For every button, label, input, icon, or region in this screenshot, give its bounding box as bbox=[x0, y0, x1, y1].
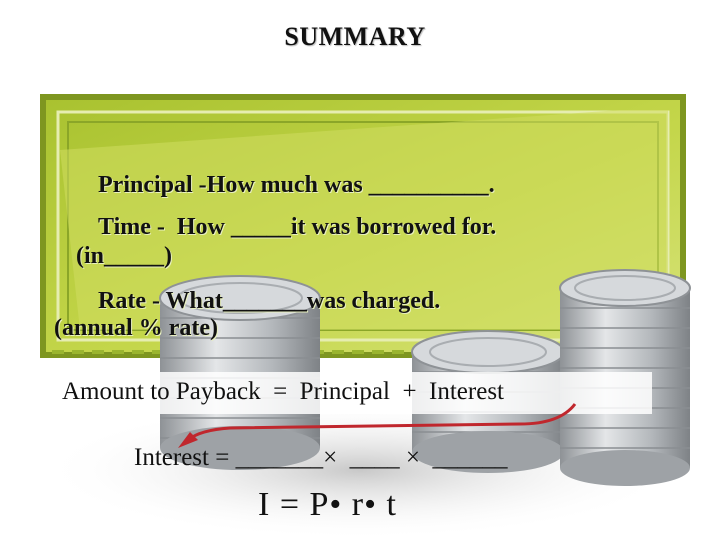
time-bullet: Time - How _____it was borrowed for. bbox=[98, 214, 497, 240]
slide-title: SUMMARY bbox=[284, 22, 426, 51]
rate-bullet: Rate - What_______was charged. bbox=[98, 288, 441, 314]
interest-line: Interest = _______× ____ × ______ bbox=[134, 444, 508, 471]
payback-equation: Amount to Payback = Principal + Interest bbox=[62, 378, 505, 405]
red-arrow-icon bbox=[178, 403, 577, 448]
interest-formula: I = P• r• t bbox=[258, 486, 397, 523]
time-unit-note: (in_____) bbox=[76, 243, 172, 269]
banknote-icon bbox=[40, 94, 686, 358]
principal-bullet: Principal -How much was __________. bbox=[98, 172, 495, 198]
rate-note: (annual % rate) bbox=[54, 315, 218, 341]
